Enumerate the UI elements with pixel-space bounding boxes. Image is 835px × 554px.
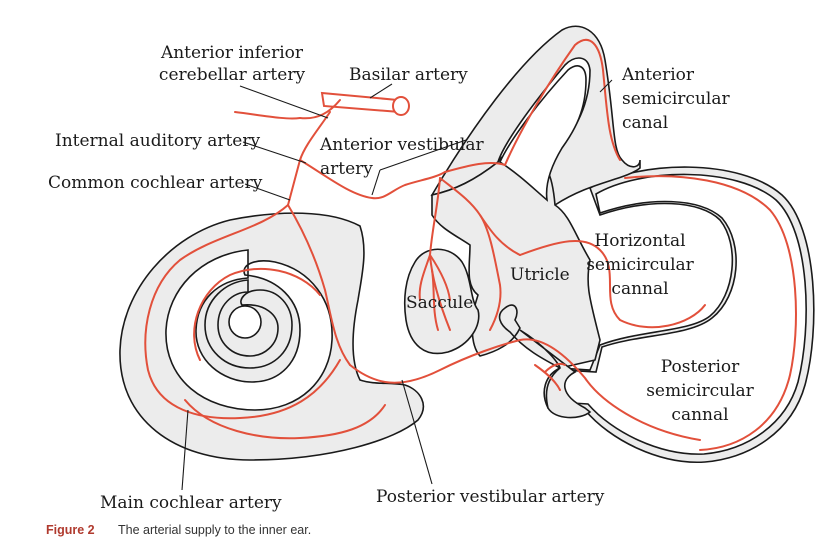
label-saccule: Saccule bbox=[406, 293, 473, 313]
label-aica-1: Anterior inferior bbox=[160, 43, 304, 63]
posterior-vestibular-artery bbox=[349, 338, 701, 441]
utricular-branch bbox=[479, 214, 502, 331]
helicotrema bbox=[228, 305, 262, 339]
leader-anterior-canal bbox=[599, 79, 613, 93]
leader-aica bbox=[239, 85, 329, 119]
common-cochlear-artery bbox=[287, 204, 351, 366]
label-anterior-canal-2: semicircular bbox=[622, 89, 730, 109]
label-anterior-canal-3: canal bbox=[622, 113, 668, 133]
label-anterior-canal-1: Anterior bbox=[621, 65, 695, 85]
label-posterior-vestibular-artery: Posterior vestibular artery bbox=[376, 487, 605, 507]
leader-anterior-vestibular bbox=[371, 169, 381, 196]
anterior-canal-artery bbox=[504, 38, 621, 166]
anterior-canal-lumen bbox=[498, 65, 587, 202]
vestibule-branch-2 bbox=[444, 162, 506, 173]
label-main-cochlear-artery: Main cochlear artery bbox=[100, 493, 282, 513]
basilar-artery-lumen bbox=[392, 96, 410, 116]
figure-caption: Figure 2 The arterial supply to the inne… bbox=[46, 523, 311, 537]
posterior-canal-artery bbox=[624, 175, 797, 451]
leader-common-cochlear bbox=[244, 183, 291, 201]
label-basilar-artery: Basilar artery bbox=[349, 65, 468, 85]
label-internal-auditory-artery: Internal auditory artery bbox=[55, 131, 260, 151]
basilar-artery-vessel bbox=[320, 91, 402, 114]
leader-basilar bbox=[369, 83, 393, 99]
posterior-ampullary-branch bbox=[534, 362, 566, 391]
label-aica-2: cerebellar artery bbox=[159, 65, 306, 85]
label-posterior-canal-3: cannal bbox=[671, 405, 728, 425]
caption-text: The arterial supply to the inner ear. bbox=[118, 523, 311, 537]
posterior-canal-crus bbox=[519, 329, 592, 419]
leader-internal-auditory bbox=[242, 141, 307, 164]
labels: Anterior inferior cerebellar artery Basi… bbox=[48, 43, 755, 513]
label-anterior-vestibular-2: artery bbox=[320, 159, 373, 179]
leader-main-cochlear bbox=[181, 409, 189, 491]
label-horizontal-canal-3: cannal bbox=[611, 279, 668, 299]
basilar-branch bbox=[299, 99, 341, 120]
cochlea-inner-turn bbox=[204, 279, 293, 369]
main-cochlear-artery bbox=[144, 204, 341, 420]
posterior-semicircular-canal bbox=[543, 166, 815, 463]
leader-lines bbox=[181, 79, 613, 491]
caption-figure-label: Figure 2 bbox=[46, 523, 95, 537]
cochlea bbox=[119, 212, 424, 461]
saccular-branch bbox=[418, 254, 451, 331]
label-posterior-canal-2: semicircular bbox=[646, 381, 754, 401]
leader-anterior-vestibular-2 bbox=[379, 139, 467, 171]
anterior-vestibular-artery-path bbox=[299, 159, 446, 200]
anterior-inferior-cerebellar-artery bbox=[234, 111, 301, 120]
label-utricle: Utricle bbox=[510, 265, 570, 285]
arterial-tree bbox=[144, 38, 797, 451]
label-common-cochlear-artery: Common cochlear artery bbox=[48, 173, 263, 193]
cochlear-spiral-branch bbox=[193, 267, 321, 361]
leader-posterior-vestibular bbox=[401, 379, 433, 485]
label-posterior-canal-1: Posterior bbox=[661, 357, 740, 377]
label-horizontal-canal-2: semicircular bbox=[586, 255, 694, 275]
label-anterior-vestibular-1: Anterior vestibular bbox=[319, 135, 485, 155]
horizontal-canal-artery bbox=[519, 239, 706, 329]
cochlear-lower-branch bbox=[184, 399, 386, 440]
label-horizontal-canal-1: Horizontal bbox=[594, 231, 685, 251]
